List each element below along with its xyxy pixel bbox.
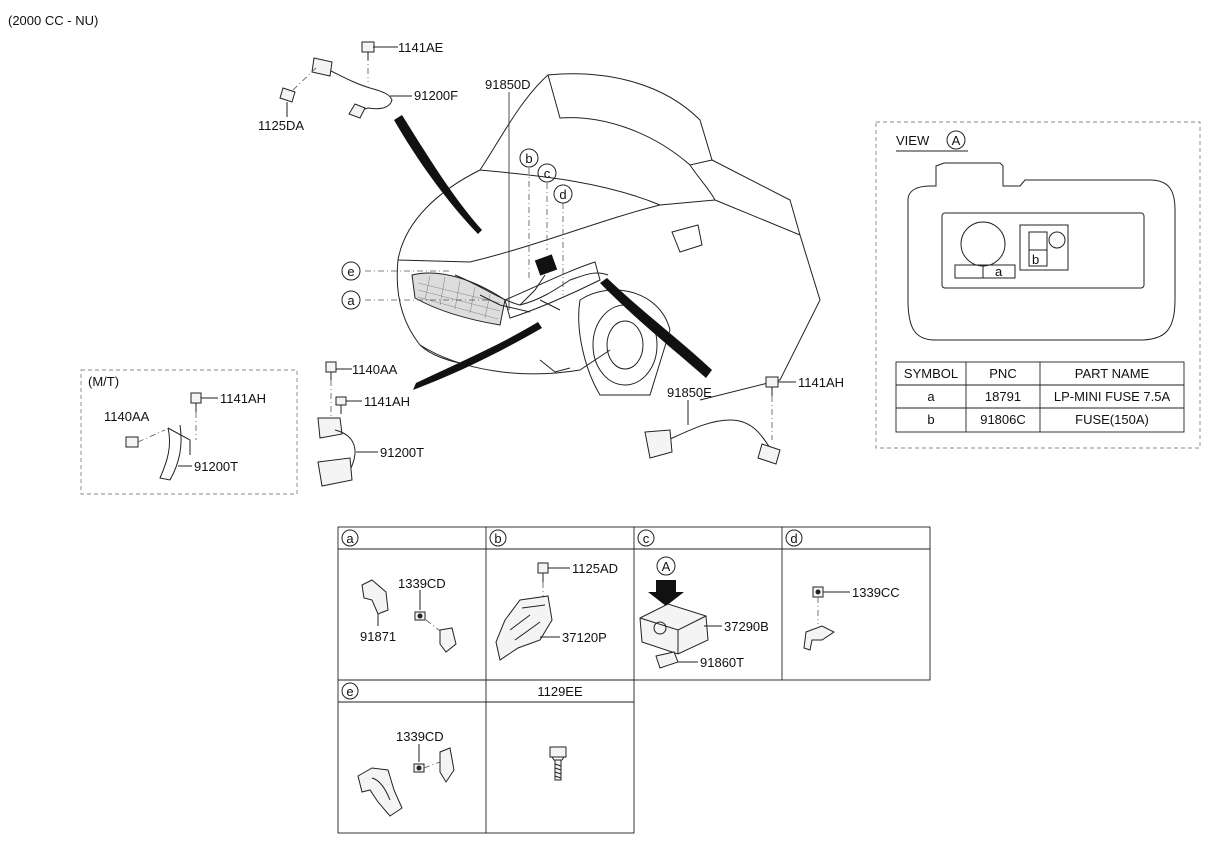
detail-a-parts: [361, 579, 457, 653]
mt-box: [80, 369, 298, 495]
car-illustration: [396, 73, 821, 401]
detail-c-parts: A: [639, 556, 722, 669]
callout-91850D: 91850D: [485, 77, 531, 92]
table-header-symbol: SYMBOL: [904, 366, 958, 381]
svg-text:b: b: [494, 531, 501, 546]
table-cell-pnc: 18791: [985, 389, 1021, 404]
svg-text:1129EE: 1129EE: [537, 684, 583, 699]
svg-text:a: a: [346, 531, 354, 546]
view-marker-letter: A: [952, 133, 961, 148]
detail-c-91860T: 91860T: [700, 655, 744, 670]
svg-text:c: c: [544, 166, 551, 181]
svg-text:c: c: [643, 531, 650, 546]
cable-91200F: [279, 41, 412, 119]
detail-b-parts: [495, 562, 570, 661]
table-header-pnc: PNC: [989, 366, 1016, 381]
callout-91200F: 91200F: [414, 88, 458, 103]
callout-1140AA-mt: 1140AA: [104, 409, 150, 424]
fuse-b-label: b: [1032, 252, 1039, 267]
detail-cell-headers: a b c d e 1129EE: [341, 529, 803, 700]
view-title: VIEW: [896, 133, 930, 148]
cable-91850E: [644, 376, 796, 465]
table-cell-part-name: LP-MINI FUSE 7.5A: [1054, 389, 1171, 404]
detail-f-bolt: [549, 746, 567, 781]
callout-91200T-center: 91200T: [380, 445, 424, 460]
table-cell-symbol: a: [927, 389, 935, 404]
detail-a-1339CD: 1339CD: [398, 576, 446, 591]
detail-b-37120P: 37120P: [562, 630, 607, 645]
leader-lines: [365, 92, 564, 310]
callout-91850E: 91850E: [667, 385, 712, 400]
svg-text:e: e: [346, 684, 353, 699]
detail-c-37290B: 37290B: [724, 619, 769, 634]
mt-label: (M/T): [88, 374, 119, 389]
detail-d-1339CC: 1339CC: [852, 585, 900, 600]
variant-label: (2000 CC - NU): [8, 13, 98, 28]
svg-text:b: b: [525, 151, 532, 166]
svg-text:e: e: [347, 264, 354, 279]
table-cell-symbol: b: [927, 412, 934, 427]
engine-harness: [454, 272, 609, 313]
leader-sweeps: [394, 115, 712, 390]
cable-91200T-center: [317, 361, 378, 487]
detail-a-91871: 91871: [360, 629, 396, 644]
callout-1125DA: 1125DA: [258, 118, 304, 133]
grille: [411, 272, 506, 326]
callout-1141AH-mt: 1141AH: [220, 391, 266, 406]
detail-e-parts: [357, 744, 455, 817]
callout-1141AH-center: 1141AH: [364, 394, 410, 409]
callout-1141AH-right: 1141AH: [798, 375, 844, 390]
car-circle-markers: b c d e a: [341, 148, 573, 310]
fuse-a-label: a: [995, 264, 1003, 279]
table-cell-pnc: 91806C: [980, 412, 1026, 427]
callout-1141AE: 1141AE: [398, 40, 444, 55]
callout-91200T-mt: 91200T: [194, 459, 238, 474]
view-a-panel: [875, 121, 1201, 449]
svg-text:d: d: [790, 531, 797, 546]
fuse-box-cover: [907, 162, 1176, 341]
detail-b-1125AD: 1125AD: [572, 561, 618, 576]
callout-1140AA-center: 1140AA: [352, 362, 398, 377]
svg-text:d: d: [559, 187, 566, 202]
table-cell-part-name: FUSE(150A): [1075, 412, 1149, 427]
table-header-part-name: PART NAME: [1075, 366, 1150, 381]
parts-table: [895, 361, 1185, 433]
detail-d-parts: [803, 586, 850, 651]
detail-grid: [337, 526, 931, 834]
cable-91200T-mt: [125, 392, 218, 481]
detail-e-1339CD: 1339CD: [396, 729, 444, 744]
view-marker-circle: [946, 130, 966, 150]
fuse-box-block: [534, 254, 558, 276]
svg-text:a: a: [347, 293, 355, 308]
svg-text:A: A: [662, 559, 671, 574]
